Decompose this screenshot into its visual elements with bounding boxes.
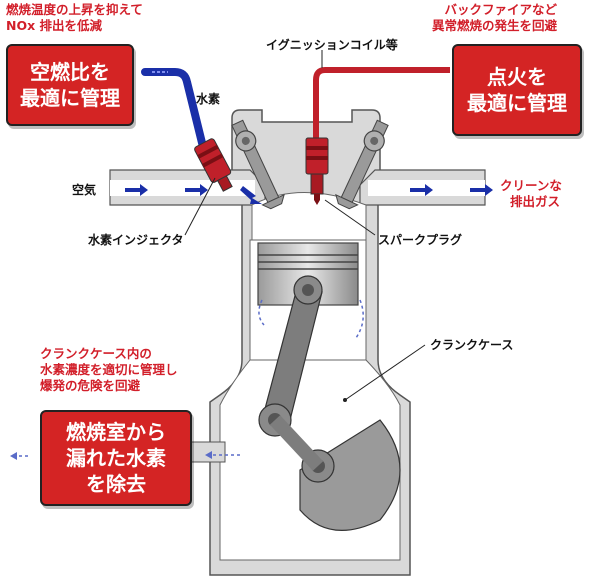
connecting-rod	[258, 275, 323, 437]
box-line: 燃焼室から	[66, 420, 166, 444]
note-line: 燃焼温度の上昇を抑えて	[6, 2, 143, 17]
box-line: 漏れた水素	[66, 446, 166, 470]
intake-port-channel	[110, 180, 255, 196]
blowby-arrow-right	[355, 299, 364, 339]
note-nox-reduction: 燃焼温度の上昇を抑えて NOx 排出を低減	[6, 2, 143, 34]
leader-crankcase	[344, 344, 426, 401]
box-line: 点火を	[487, 65, 547, 89]
leader-injector	[184, 177, 216, 236]
ignition-cable	[313, 67, 450, 145]
box-ignition: 点火を 最適に管理	[452, 44, 582, 136]
box-air-fuel-ratio: 空燃比を 最適に管理	[6, 44, 134, 126]
note-line: 水素濃度を適切に管理し	[40, 362, 178, 377]
air-arrows	[125, 184, 262, 204]
box-line: を除去	[86, 472, 146, 496]
note-line: クランクケース内の	[40, 346, 152, 361]
label-crankcase: クランクケース	[430, 338, 514, 352]
note-line: バックファイアなど	[444, 2, 558, 17]
label-spark-plug: スパークプラグ	[378, 233, 463, 247]
exhaust-valve	[335, 119, 389, 210]
box-line: 空燃比を	[30, 60, 110, 84]
blowby-arrow-left	[258, 299, 265, 326]
spark-plug-body	[305, 137, 329, 205]
note-line: 爆発の危険を回避	[40, 378, 141, 393]
box-leak-removal: 燃焼室から 漏れた水素 を除去	[40, 410, 192, 506]
hydrogen-injector	[194, 138, 233, 192]
note-line: 異常燃焼の発生を回避	[432, 18, 558, 33]
note-crankcase-hydrogen: クランクケース内の 水素濃度を適切に管理し 爆発の危険を回避	[40, 346, 178, 394]
note-line: NOx 排出を低減	[6, 18, 103, 33]
intake-valve	[231, 119, 285, 210]
label-line: クリーンな	[500, 178, 562, 193]
label-hydrogen-injector: 水素インジェクタ	[88, 233, 184, 247]
exhaust-arrows	[410, 184, 493, 196]
crank-counterweight	[299, 419, 401, 531]
leader-spark-plug	[324, 199, 376, 236]
note-backfire-avoid: バックファイアなど 異常燃焼の発生を回避	[432, 2, 557, 34]
label-hydrogen: 水素	[196, 92, 221, 106]
leak-pipe	[189, 441, 226, 463]
box-line: 最適に管理	[20, 86, 120, 110]
box-line: 最適に管理	[467, 91, 567, 115]
label-air: 空気	[72, 183, 97, 197]
label-clean-exhaust: クリーンな 排出ガス	[500, 178, 562, 210]
hydrogen-hose	[141, 68, 209, 159]
label-line: 排出ガス	[510, 194, 561, 209]
label-ignition-coil: イグニッションコイル等	[266, 38, 398, 52]
